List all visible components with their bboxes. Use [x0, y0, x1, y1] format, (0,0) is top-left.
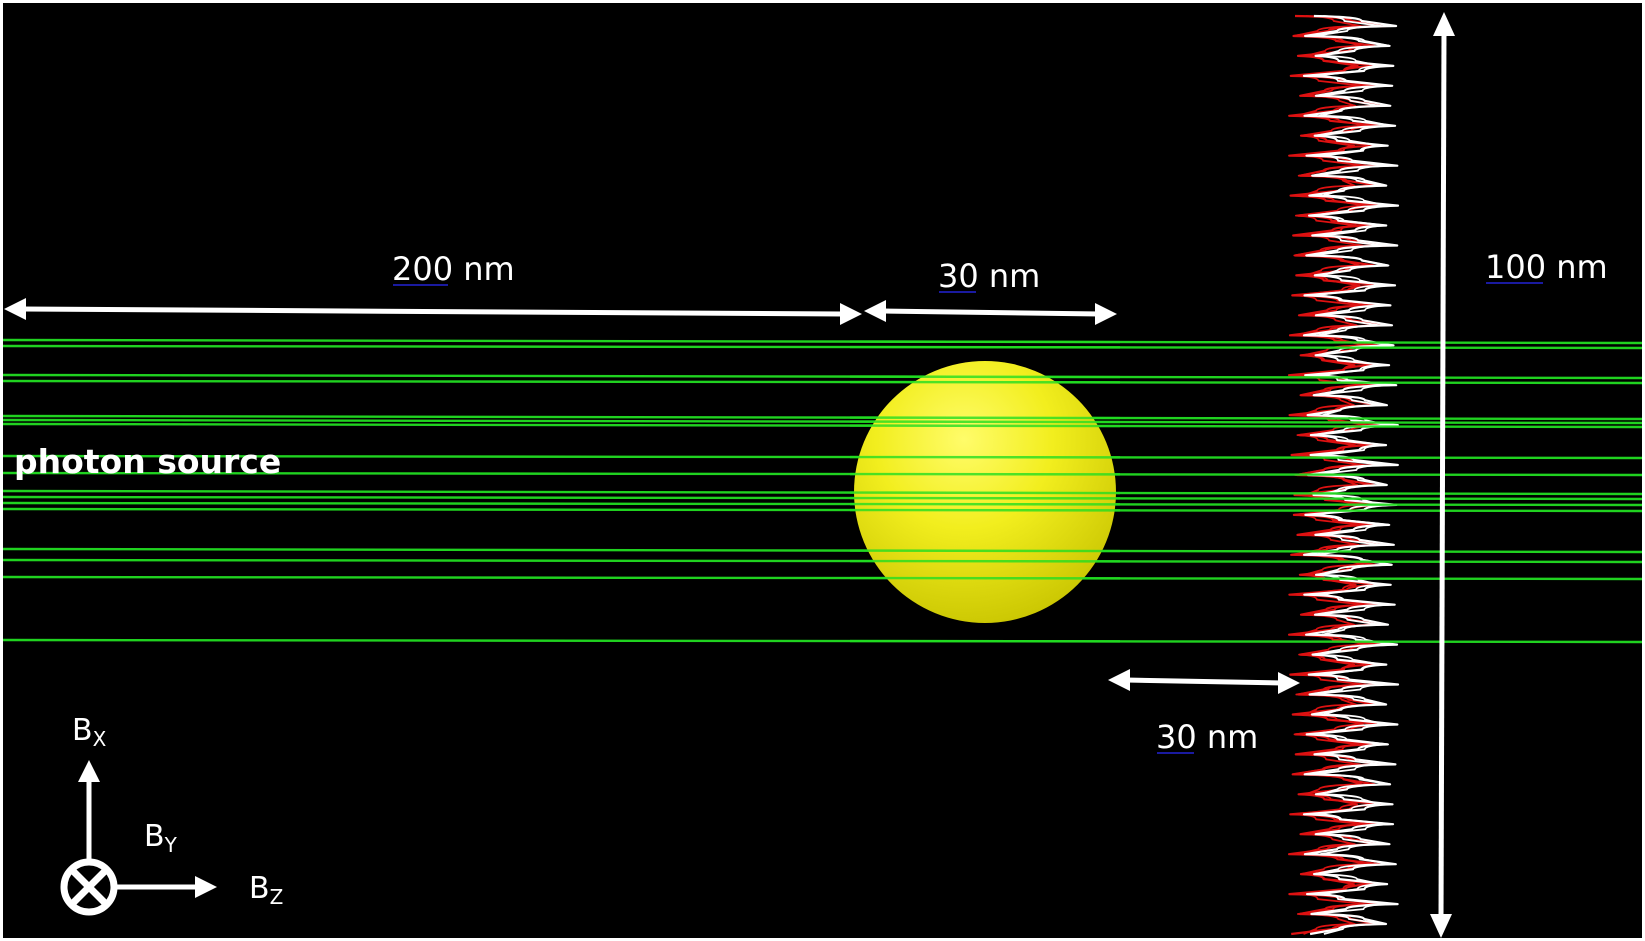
label-photon-source: photon source [14, 442, 281, 481]
photon-ray [2, 414, 1643, 421]
photon-ray [2, 338, 1643, 345]
into-page-y-icon [60, 858, 118, 916]
photon-ray [2, 379, 1643, 385]
photon-ray [849, 340, 1121, 344]
photon-ray [2, 344, 1643, 350]
axis-label-x-main: B [72, 713, 93, 748]
axis-label-x: BX [72, 713, 107, 751]
label-100nm: 100 nm [1485, 248, 1608, 286]
photon-ray [849, 420, 1121, 424]
photon-ray [2, 547, 1643, 554]
label-gap-30nm: 30 nm [1156, 718, 1258, 756]
photon-ray [849, 416, 1121, 420]
dimension-arrow-100nm [1430, 12, 1455, 938]
photon-ray [2, 501, 1643, 507]
photon-ray [2, 575, 1643, 581]
photon-ray [2, 558, 1643, 564]
axis-label-z: BZ [249, 871, 283, 909]
dimension-arrow-gap-30nm [1108, 669, 1300, 694]
photon-ray [849, 491, 1121, 495]
photon-ray [2, 471, 1643, 477]
dimension-arrow-sphere-30nm [864, 300, 1117, 325]
scene-background [3, 3, 1642, 938]
photon-ray [2, 373, 1643, 380]
photon-rays-front [849, 340, 1121, 643]
photon-ray [2, 454, 1643, 460]
axis-label-z-main: B [249, 871, 270, 906]
axis-triad: BX BY BZ [60, 713, 283, 916]
photon-rays [2, 338, 1643, 644]
axis-label-y-main: B [144, 819, 165, 854]
axis-arrow-x [78, 760, 100, 860]
label-sphere-30nm: 30 nm [938, 257, 1040, 295]
photon-ray [2, 489, 1643, 496]
photon-ray [2, 422, 1643, 429]
photon-ray [2, 507, 1643, 513]
axis-label-x-sub: X [93, 727, 107, 751]
axis-label-y-sub: Y [164, 833, 178, 857]
photon-ray [2, 495, 1643, 501]
axis-label-y: BY [144, 819, 178, 857]
axis-arrow-z [116, 876, 217, 898]
dimension-arrow-200nm [4, 298, 862, 325]
photon-ray [849, 549, 1121, 553]
photon-ray [849, 424, 1121, 428]
photon-ray [2, 418, 1643, 425]
photon-ray [849, 375, 1121, 379]
label-200nm: 200 nm [392, 250, 515, 288]
axis-label-z-sub: Z [270, 885, 284, 909]
photon-ray [2, 638, 1643, 644]
